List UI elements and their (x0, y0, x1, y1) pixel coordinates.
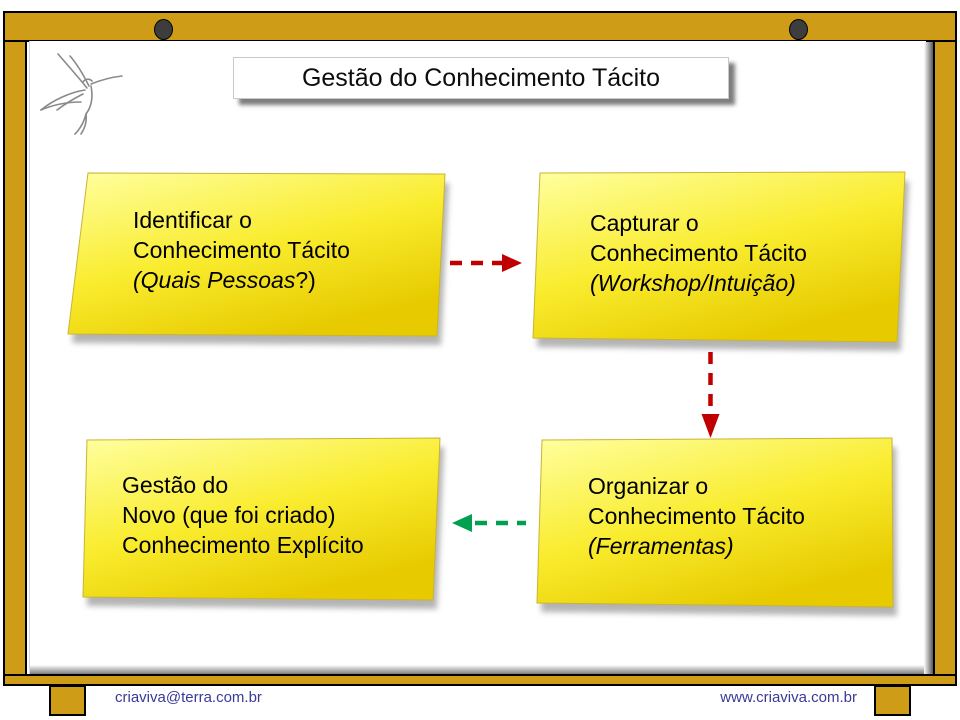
push-pin-icon (154, 19, 173, 40)
arrow-capturar-to-organizar-icon (701, 352, 720, 438)
frame-left-leg (49, 685, 86, 716)
sticky-note-capturar: Capturar o Conhecimento Tácito (Workshop/I… (528, 169, 924, 361)
board-bevel (924, 42, 933, 675)
note-text: Identificar o Conhecimento Tácito (Quais P… (133, 205, 350, 295)
sticky-note-shape (67, 172, 449, 345)
note-line: Conhecimento Tácito (588, 503, 805, 529)
sticky-note-identificar: Identificar o Conhecimento Tácito (Quais P… (66, 170, 462, 356)
note-line: Capturar o (590, 210, 699, 236)
note-line: Identificar o (133, 207, 252, 233)
criaviva-bird-logo-icon (40, 53, 123, 135)
sticky-note-shape (82, 437, 444, 609)
note-text: Capturar o Conhecimento Tácito (Workshop/I… (590, 208, 807, 298)
note-line: Organizar o (588, 473, 709, 499)
note-line: Conhecimento Tácito (590, 240, 807, 266)
sticky-note-organizar: Organizar o Conhecimento Tácito (Ferrament… (530, 434, 920, 628)
note-line: Novo (que foi criado) (122, 502, 336, 528)
note-line: Conhecimento Tácito (133, 237, 350, 263)
sticky-note-shape (536, 437, 897, 616)
note-text: Gestão do Novo (que foi criado) Conhecimen… (122, 470, 364, 560)
sticky-note-gestao: Gestão do Novo (que foi criado) Conhecimen… (76, 434, 464, 620)
arrow-organizar-to-gestao-icon (452, 514, 526, 532)
frame-left-rail (3, 40, 27, 676)
board-bevel (30, 665, 932, 675)
title-box: Gestão do Conhecimento Tácito (233, 57, 729, 99)
arrow-identificar-to-capturar-icon (450, 254, 522, 272)
note-text: Organizar o Conhecimento Tácito (Ferrament… (588, 471, 805, 561)
note-line: (Workshop/Intuição) (590, 270, 796, 296)
sticky-note-shape (532, 171, 909, 351)
frame-bottom-bar (3, 674, 957, 686)
footer-email-link[interactable]: criaviva@terra.com.br (115, 689, 262, 706)
push-pin-icon (789, 19, 808, 40)
frame-right-leg (874, 685, 911, 716)
note-line: Conhecimento Explícito (122, 532, 364, 558)
note-line: Gestão do (122, 472, 229, 498)
page-title: Gestão do Conhecimento Tácito (301, 64, 661, 92)
frame-right-rail (933, 40, 957, 676)
footer-website-link[interactable]: www.criaviva.com.br (720, 689, 857, 706)
note-line: (Quais Pessoas?) (133, 267, 316, 293)
note-line: (Ferramentas) (588, 533, 734, 559)
frame-top-bar (3, 11, 957, 42)
